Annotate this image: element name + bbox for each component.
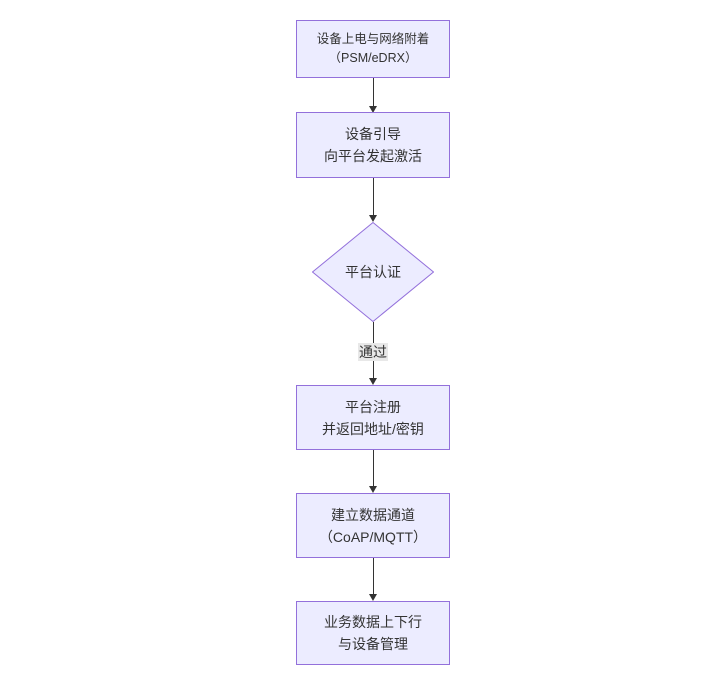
flow-node-power-attach: 设备上电与网络附着 （PSM/eDRX） bbox=[296, 20, 450, 78]
arrow-stem bbox=[372, 78, 374, 106]
flow-arrow bbox=[368, 450, 378, 493]
arrowhead-down-icon bbox=[369, 106, 377, 113]
node-text-line: 设备上电与网络附着 bbox=[316, 32, 430, 46]
node-text-line: （PSM/eDRX） bbox=[328, 51, 418, 65]
flow-arrow bbox=[368, 78, 378, 113]
flow-node-bootstrap: 设备引导 向平台发起激活 bbox=[296, 112, 450, 178]
node-text-line: （CoAP/MQTT） bbox=[318, 528, 428, 545]
arrow-stem bbox=[372, 178, 374, 215]
node-text-line: 平台注册 bbox=[345, 398, 401, 415]
flow-node-business-data: 业务数据上下行 与设备管理 bbox=[296, 601, 450, 665]
flow-node-platform-auth: 平台认证 bbox=[311, 221, 435, 323]
node-text-line: 与设备管理 bbox=[338, 636, 408, 652]
node-text-line: 平台认证 bbox=[345, 264, 401, 280]
node-text-line: 设备引导 bbox=[345, 126, 401, 142]
flow-node-data-channel: 建立数据通道 （CoAP/MQTT） bbox=[296, 493, 450, 558]
arrowhead-down-icon bbox=[369, 215, 377, 222]
arrowhead-down-icon bbox=[369, 486, 377, 493]
flow-node-platform-register: 平台注册 并返回地址/密钥 bbox=[296, 385, 450, 450]
arrow-stem bbox=[372, 558, 374, 594]
node-text-line: 向平台发起激活 bbox=[324, 148, 422, 164]
arrow-stem bbox=[372, 450, 374, 486]
edge-label-pass: 通过 bbox=[358, 343, 388, 361]
arrowhead-down-icon bbox=[369, 378, 377, 385]
node-text-line: 建立数据通道 bbox=[331, 506, 415, 523]
node-text-line: 并返回地址/密钥 bbox=[322, 420, 424, 437]
node-text-line: 业务数据上下行 bbox=[324, 614, 422, 630]
diamond-shape bbox=[311, 221, 435, 323]
arrowhead-down-icon bbox=[369, 594, 377, 601]
flow-arrow bbox=[368, 178, 378, 222]
flow-arrow bbox=[368, 558, 378, 601]
